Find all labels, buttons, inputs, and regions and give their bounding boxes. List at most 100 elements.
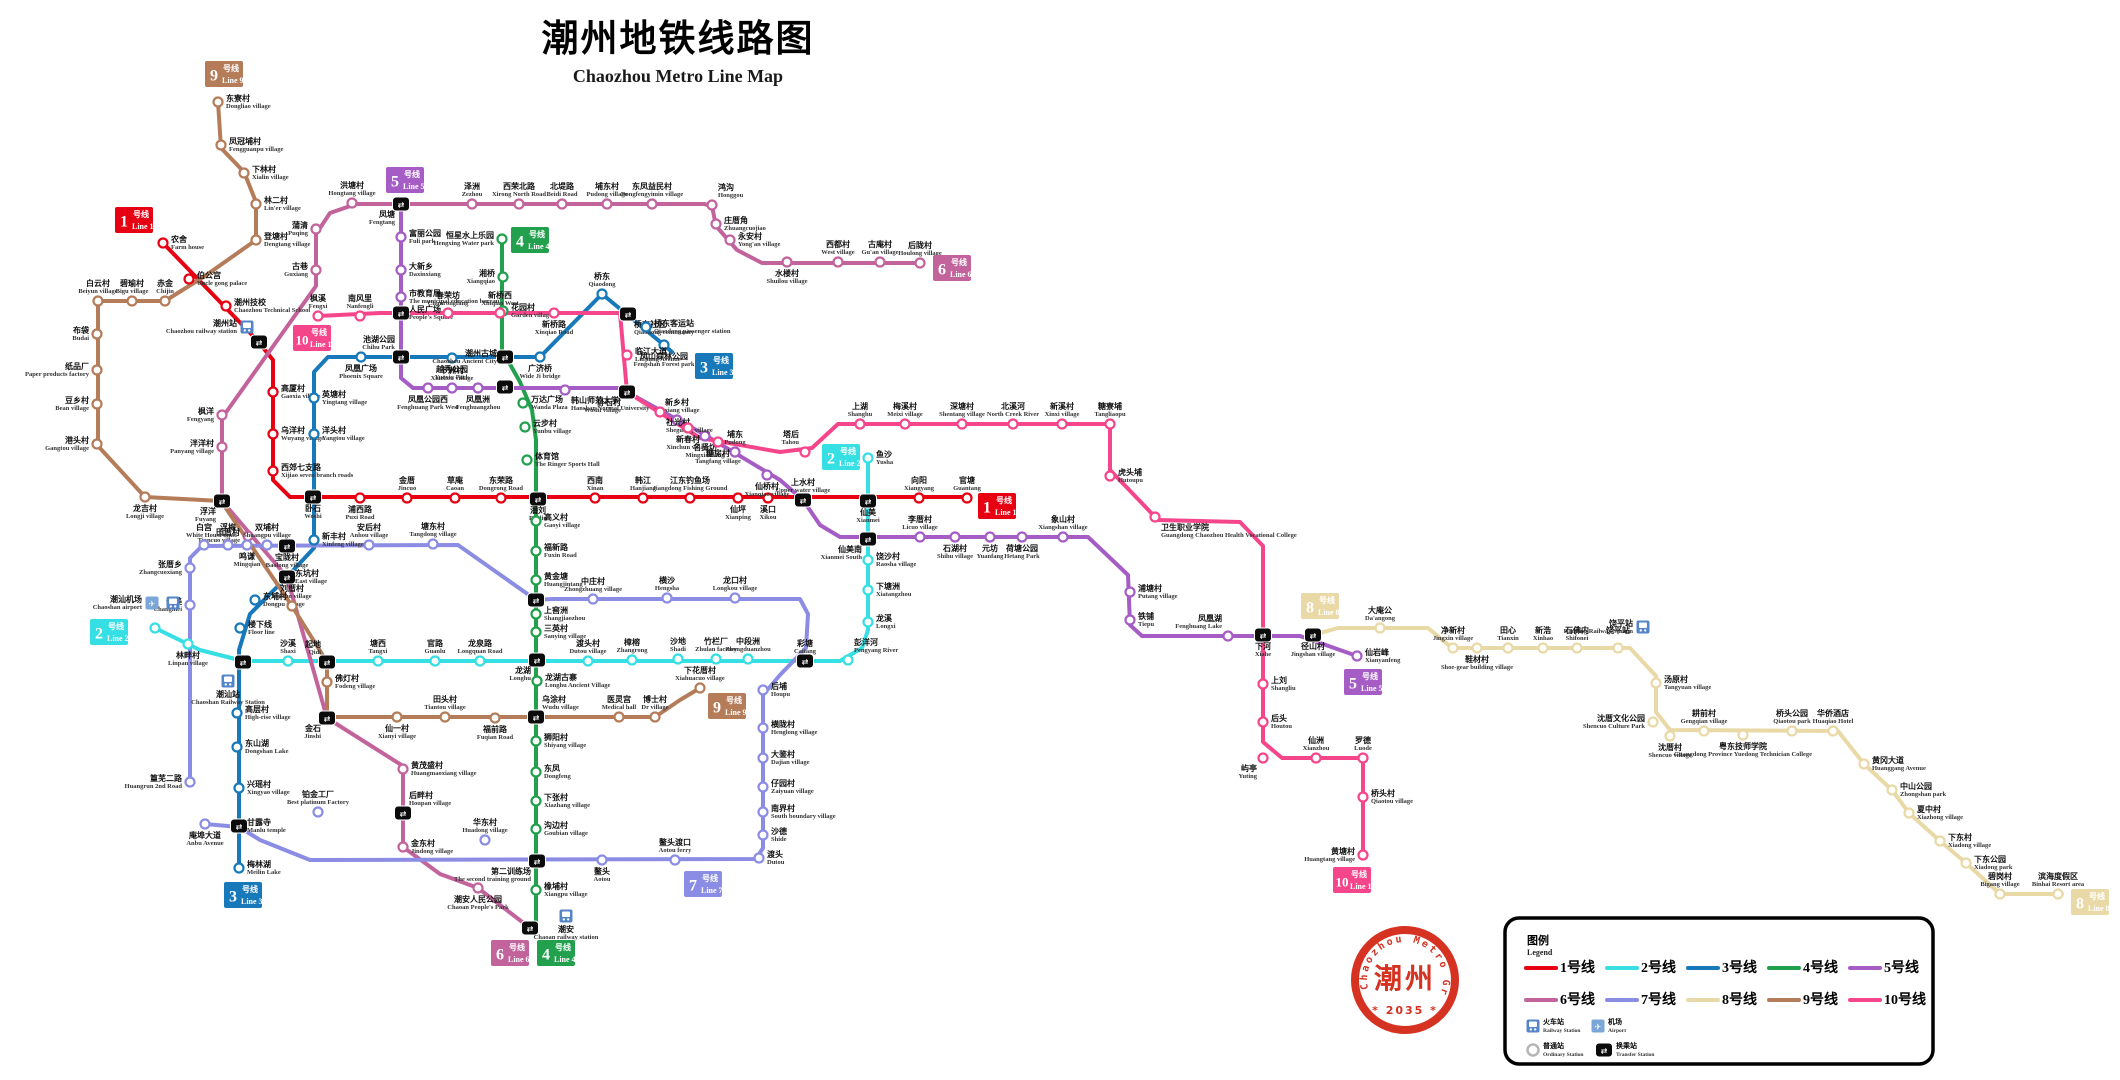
svg-text:北溪河: 北溪河 [1001,401,1025,411]
svg-text:Pudong village: Pudong village [587,191,628,198]
svg-text:Gengqian village: Gengqian village [1681,718,1728,725]
svg-text:Luode: Luode [1354,745,1372,752]
svg-text:⇄: ⇄ [1260,632,1267,641]
svg-text:铁铺: 铁铺 [1138,611,1154,621]
svg-text:Xiazhang village: Xiazhang village [544,802,590,809]
svg-text:✈: ✈ [1595,1023,1602,1032]
svg-text:滨海度假区: 滨海度假区 [2038,871,2078,881]
svg-text:⇄: ⇄ [534,858,541,867]
svg-text:号线: 号线 [133,209,149,219]
transfer-station-icon: ⇄ [234,654,252,670]
svg-text:下张村: 下张村 [544,792,568,802]
svg-text:High-rise village: High-rise village [245,714,291,721]
svg-text:3: 3 [700,360,708,377]
svg-text:号线: 号线 [509,942,525,952]
svg-text:登塘村: 登塘村 [263,231,288,241]
svg-text:Tangdong village: Tangdong village [409,531,456,538]
svg-text:号线: 号线 [1351,869,1367,879]
svg-text:元坊: 元坊 [982,543,998,553]
svg-text:3号线: 3号线 [1722,959,1757,976]
svg-text:高层村: 高层村 [245,704,269,714]
svg-text:Lin'er village: Lin'er village [264,205,301,212]
svg-text:福前路: 福前路 [482,724,508,734]
svg-text:Chunrongfang: Chunrongfang [428,300,469,307]
svg-text:卫生职业学院: 卫生职业学院 [1161,522,1209,532]
svg-text:鞋材村: 鞋材村 [1465,654,1489,664]
svg-text:Licuo village: Licuo village [902,524,938,531]
svg-text:Shangjiaozhou: Shangjiaozhou [544,615,586,622]
svg-text:号线: 号线 [951,257,967,267]
svg-text:Caoan: Caoan [446,485,464,492]
svg-text:仙一村: 仙一村 [385,723,409,733]
svg-text:⇄: ⇄ [535,496,542,505]
svg-text:Chaozhou Technical School: Chaozhou Technical School [234,307,310,314]
svg-text:金石: 金石 [304,723,321,733]
svg-text:庄厝角: 庄厝角 [724,215,748,225]
svg-text:塘西: 塘西 [370,638,386,648]
svg-text:龙吉村: 龙吉村 [132,503,157,513]
svg-text:后埔: 后埔 [771,681,787,691]
svg-text:Line 8: Line 8 [1318,608,1340,617]
svg-text:West village: West village [821,249,855,256]
svg-text:⇄: ⇄ [400,810,407,819]
svg-text:Guantang: Guantang [953,485,982,492]
svg-text:浮洋: 浮洋 [200,506,216,516]
svg-text:Chaoan People's Park: Chaoan People's Park [447,904,509,911]
svg-text:Xiadong park: Xiadong park [1974,864,2013,871]
svg-text:Raoping Railway Station: Raoping Railway Station [1564,628,1634,635]
svg-text:韩山师范大学: 韩山师范大学 [571,395,619,405]
svg-text:⇄: ⇄ [527,925,534,934]
svg-text:Xianping: Xianping [725,514,751,521]
svg-text:Shide: Shide [771,836,787,843]
svg-text:粤东技师学院: 粤东技师学院 [1719,741,1767,751]
svg-text:Xinhao: Xinhao [1533,635,1553,642]
svg-text:浮梅: 浮梅 [220,522,236,532]
svg-text:古庵村: 古庵村 [868,239,892,249]
svg-text:卧石村: 卧石村 [597,397,621,407]
svg-text:Shuilou village: Shuilou village [767,278,808,285]
svg-text:Qiaotou park: Qiaotou park [1773,718,1811,725]
svg-text:号线: 号线 [726,695,742,705]
svg-text:韩江: 韩江 [635,475,651,485]
svg-text:Linpan village: Linpan village [168,660,208,667]
svg-text:普通站: 普通站 [1543,1041,1564,1050]
svg-text:Mingqian: Mingqian [233,561,260,568]
svg-text:⇄: ⇄ [534,657,541,666]
svg-text:号线: 号线 [713,355,729,365]
svg-text:Dutou village: Dutou village [569,648,606,655]
svg-text:Daxinxiang: Daxinxiang [409,271,442,278]
